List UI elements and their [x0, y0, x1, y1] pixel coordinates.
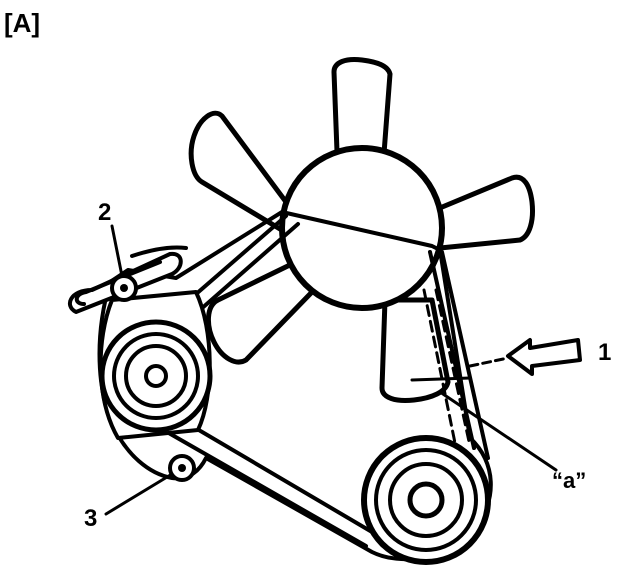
fan-blade-lower-left [206, 259, 315, 365]
adjusting-arm-edge [130, 245, 188, 258]
crankshaft-pulley-ring [388, 462, 464, 538]
callout-a-label: “a” [552, 468, 586, 493]
crankshaft-pulley-hub [407, 481, 445, 519]
crankshaft-pulley [361, 435, 491, 565]
belt-deflected-a [422, 288, 458, 450]
alternator-pulley [99, 319, 213, 433]
deflection-indicator [410, 376, 558, 472]
alternator-pulley-outer [99, 319, 213, 433]
alternator-pulley-ring [124, 344, 188, 408]
adjusting-arm-slot [74, 260, 162, 306]
adjusting-bolt [110, 274, 138, 302]
belt-strand-right-b [440, 250, 490, 460]
belt-deflected-b [434, 288, 472, 448]
callout-1-label: 1 [598, 339, 611, 366]
alternator-pulley-nut [144, 364, 168, 388]
push-arrow [468, 338, 582, 376]
callout-3-leader [104, 472, 174, 516]
fan-blade-right [432, 174, 535, 251]
panel-label: [A] [4, 8, 40, 38]
fan-blade-lower-right [379, 297, 451, 403]
callout-2-label: 2 [98, 199, 111, 226]
fan-blade-upper-left [188, 110, 295, 235]
pivot-bolt [168, 454, 196, 482]
push-arrow-dash [468, 356, 510, 368]
callout-3-label: 3 [84, 505, 97, 532]
pivot-bolt-center [178, 464, 186, 472]
adjusting-bolt-center [120, 284, 128, 292]
fan-hub [279, 145, 445, 311]
callout-2-leader [110, 224, 124, 278]
push-arrow-shape [506, 338, 582, 376]
crankshaft-pulley-outer [361, 435, 491, 565]
crankshaft-pulley-groove [374, 448, 478, 552]
belt-strand-lower-outer [144, 418, 368, 548]
deflection-ref-line [410, 376, 472, 382]
callout-a-leader [438, 390, 558, 472]
belt-strand-right-a [428, 250, 476, 450]
alternator-pulley-groove [112, 332, 200, 420]
